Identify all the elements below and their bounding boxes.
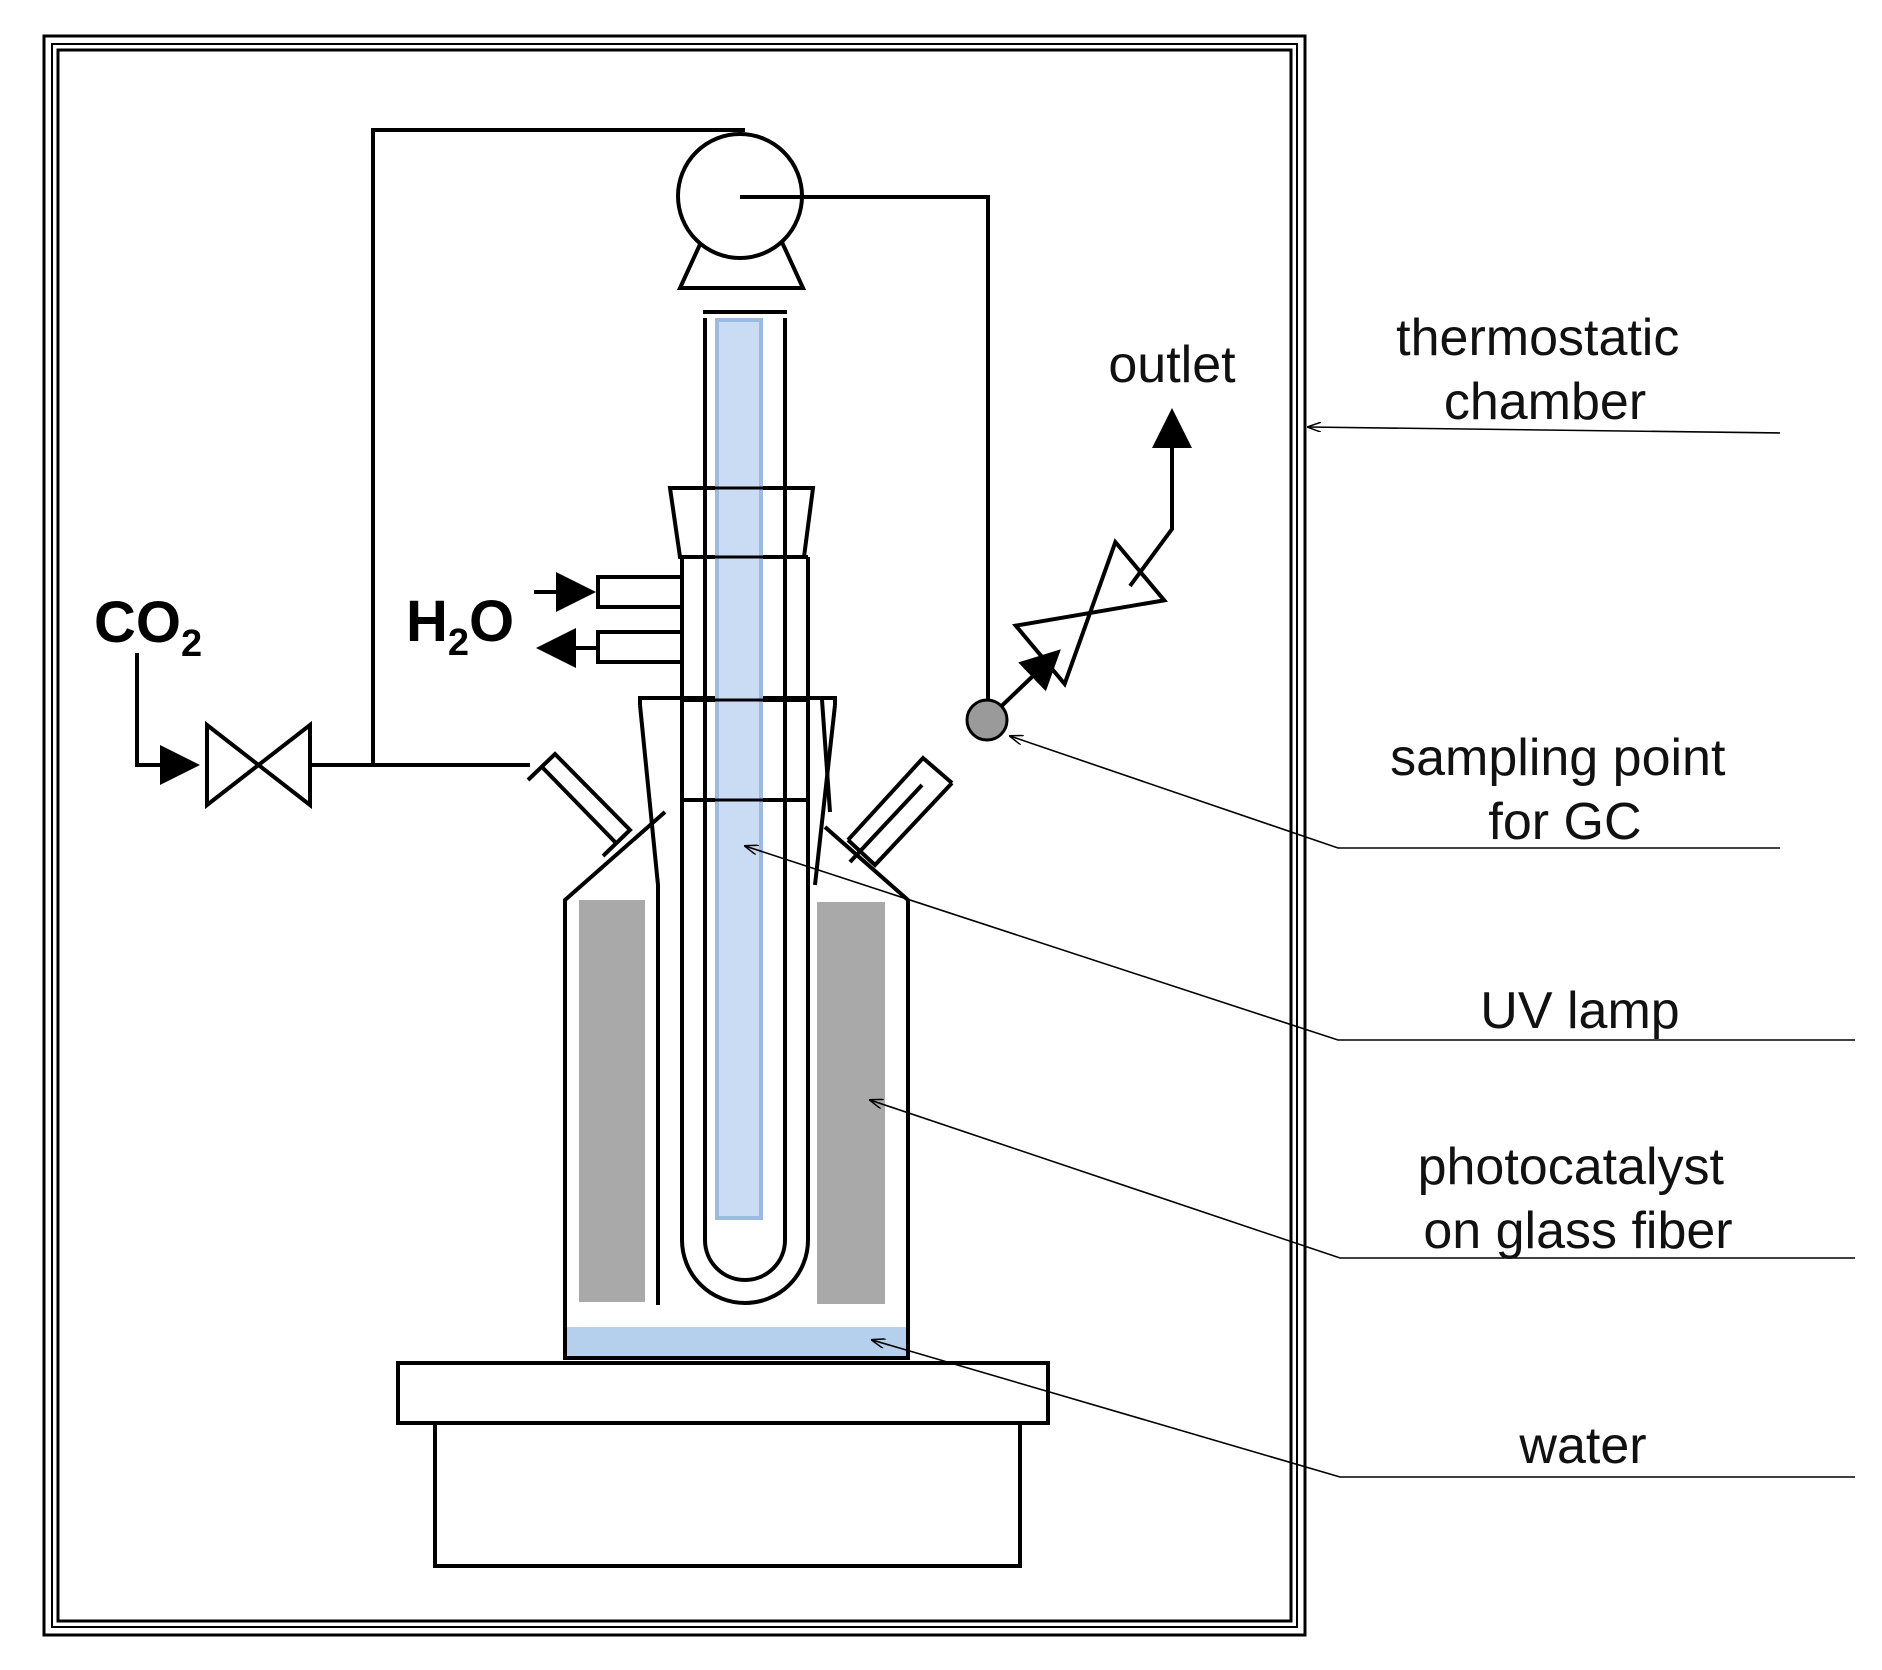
sampling-point-label: sampling point for GC (1390, 729, 1740, 851)
photocatalyst-panel-left (579, 900, 645, 1302)
jacket-ticks-over-lamp (705, 486, 785, 802)
circulation-pump (676, 132, 807, 290)
gas-piping (135, 128, 1192, 785)
water-label: water (1518, 1417, 1646, 1475)
gas-inlet-arm (526, 751, 633, 858)
leader-lines (745, 427, 1855, 1478)
uv-lamp-label: UV lamp (1480, 982, 1679, 1040)
thermostatic-chamber-label: thermostatic chamber (1396, 309, 1694, 431)
reactor-stand (396, 1361, 1050, 1568)
outlet-label: outlet (1108, 336, 1236, 394)
h2o-label: H2O (406, 589, 514, 664)
reactor-vessel (563, 696, 910, 1360)
uv-lamp (715, 318, 763, 1220)
co2-label: CO2 (94, 590, 202, 665)
gas-outlet-arm (846, 755, 954, 868)
photocatalyst-label: photocatalyst on glass fiber (1418, 1138, 1739, 1260)
photocatalyst-panel-right (817, 902, 885, 1304)
water-layer (565, 1327, 907, 1359)
co2-valve (205, 720, 312, 810)
outlet-valve (1012, 538, 1168, 688)
thermostatic-chamber (42, 34, 1307, 1637)
sampling-point (965, 698, 1009, 742)
